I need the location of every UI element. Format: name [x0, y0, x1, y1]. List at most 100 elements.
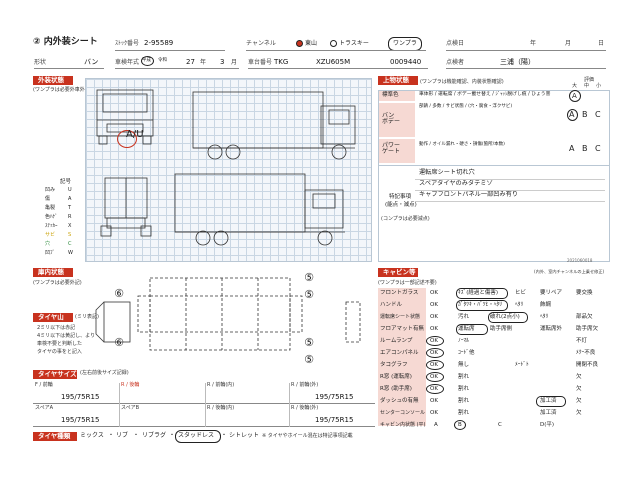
opt[interactable]: 割れ: [458, 386, 470, 392]
opt[interactable]: 割れ: [458, 410, 470, 416]
opt[interactable]: 割れ: [458, 374, 470, 380]
grade-circle-standard[interactable]: [569, 90, 581, 102]
opt[interactable]: OK: [430, 374, 438, 380]
cabin-row-label: センターコンソール: [380, 410, 426, 416]
exterior-note: (ワンプラは必要外車外): [33, 87, 87, 93]
grade-a-circle-van[interactable]: [567, 109, 578, 121]
opt[interactable]: C: [498, 422, 502, 428]
opt[interactable]: 欠: [576, 374, 582, 380]
opt[interactable]: 開閉不良: [576, 362, 599, 368]
tire-depth-rear-right-1[interactable]: ⑤: [304, 336, 314, 349]
opt[interactable]: OK: [430, 410, 438, 416]
opt[interactable]: 無し: [458, 362, 470, 368]
opt[interactable]: 要リペア: [540, 290, 563, 296]
tire-type-mix[interactable]: ミックス: [80, 432, 104, 439]
opt[interactable]: ｷｽﾞ(経過と傷害): [458, 290, 499, 296]
grade-label: 評価: [584, 77, 595, 83]
opt[interactable]: ヒビ: [515, 290, 527, 296]
opt[interactable]: 助手席欠: [576, 326, 599, 332]
legend-code: A: [68, 196, 72, 202]
opt[interactable]: 欠: [576, 386, 582, 392]
tire-cell-value[interactable]: 195/75R15: [315, 416, 354, 424]
opt[interactable]: A: [434, 422, 438, 428]
cabin-note2: (内外、室内チャンネルの上乗せ修正): [534, 269, 605, 274]
tire-cell-label: R / 前輪(内): [207, 382, 235, 388]
radio-higashiyama[interactable]: [296, 40, 303, 47]
tire-type-studless[interactable]: スタッドレス: [178, 432, 215, 439]
opt[interactable]: OK: [430, 362, 438, 368]
stock-value: 2-95589: [144, 39, 174, 47]
opt[interactable]: ﾍﾀﾘ: [515, 302, 524, 308]
tire-cell-value[interactable]: 195/75R15: [315, 393, 354, 401]
opt[interactable]: B: [458, 422, 462, 428]
opt[interactable]: OK: [430, 290, 438, 296]
opt[interactable]: OK: [430, 338, 438, 344]
opt[interactable]: ｺｰﾄﾞ他: [458, 350, 475, 356]
sep: ・: [169, 432, 176, 439]
tire-cell-value[interactable]: 195/75R15: [61, 393, 100, 401]
opt[interactable]: OK: [430, 350, 438, 356]
tire-note-4: タイヤの事をと記入: [37, 349, 82, 355]
tire-type-sitret[interactable]: シトレット: [229, 432, 260, 439]
era-heisei[interactable]: [141, 56, 154, 66]
opt[interactable]: OK: [430, 386, 438, 392]
model-value: TKG: [274, 58, 289, 66]
opt[interactable]: ﾍﾀﾘ: [540, 314, 549, 320]
opt[interactable]: ｶﾞﾀﾂｷ・ﾊﾞﾂﾋ・ﾍﾀﾘ: [458, 302, 503, 308]
tire-depth-rear-left-1[interactable]: ⑤: [304, 271, 314, 284]
row-standard-color: 標準色: [382, 92, 399, 98]
tire-depth-rear-left-2[interactable]: ⑤: [304, 288, 314, 301]
cabin-row-label: 運転席シート状態: [380, 314, 421, 320]
grade-van-a: A: [569, 110, 575, 119]
cabin-row-label: ダッシュの有無: [380, 398, 419, 404]
inspector-label: 点検者: [446, 59, 465, 66]
era-heisei-label: 平成: [142, 58, 151, 63]
opt[interactable]: 欠: [576, 398, 582, 404]
opt[interactable]: 加工済: [540, 410, 557, 416]
model-code: XZU605M: [316, 58, 351, 66]
opt[interactable]: 破れ(2点小): [490, 314, 520, 320]
opt[interactable]: ﾒｰﾄﾞﾄ: [515, 362, 529, 368]
opt[interactable]: OK: [430, 398, 438, 404]
opt[interactable]: 飾綱: [540, 302, 552, 308]
exterior-section-title: 外装状態: [33, 76, 73, 85]
opt[interactable]: OK: [430, 302, 438, 308]
tire-type-rib[interactable]: リブ: [116, 432, 129, 439]
ok-selected: [426, 372, 444, 382]
tire-type-riblug[interactable]: リブラグ: [142, 432, 167, 439]
legend-name: 凹み: [45, 187, 56, 193]
opt[interactable]: 汚れ: [458, 314, 470, 320]
tire-cell-value[interactable]: 195/75R15: [61, 416, 100, 424]
tire-depth-note: (ミリ表記): [75, 314, 99, 320]
opt[interactable]: ﾉｰﾏﾙ: [458, 338, 470, 344]
exterior-diagram[interactable]: [85, 78, 372, 262]
opt[interactable]: OK: [430, 326, 438, 332]
tire-depth-rear-right-2[interactable]: ⑤: [304, 353, 314, 366]
grade-selected: [454, 420, 466, 430]
opt[interactable]: 不灯: [576, 338, 588, 344]
cabin-row-label: R窓 (運転席): [380, 374, 412, 380]
tire-size-grid: F / 前輪 195/75R15 R / 後輪 R / 前輪(内) R / 前輪…: [33, 383, 375, 427]
selected-outline: [488, 312, 528, 323]
opt[interactable]: 要交換: [576, 290, 593, 296]
tire-depth-front-left[interactable]: ⑥: [114, 287, 124, 300]
opt[interactable]: OK: [430, 314, 438, 320]
opt[interactable]: D(平): [540, 422, 555, 428]
opt[interactable]: 割れ: [458, 398, 470, 404]
opt[interactable]: 運転席: [458, 326, 475, 332]
opt[interactable]: 運転席外: [540, 326, 563, 332]
legend-code: R: [68, 214, 72, 220]
radio-truski[interactable]: [330, 40, 337, 47]
tire-depth-front-right[interactable]: ⑥: [114, 336, 124, 349]
legend-name: 亀裂: [45, 205, 56, 211]
cabin-row-label: ハンドル: [380, 302, 403, 308]
grade-col-mid: 中: [584, 83, 590, 89]
opt[interactable]: 加工済: [540, 398, 557, 404]
opt[interactable]: 助手席側: [490, 326, 513, 332]
opt[interactable]: ﾒｸｰ不良: [576, 350, 596, 356]
opt[interactable]: 部品欠: [576, 314, 593, 320]
grade-col-small: 小: [596, 83, 602, 89]
damage-mark: A/U: [126, 129, 144, 140]
tire-cell-label: R / 後輪: [121, 382, 140, 388]
opt[interactable]: 欠: [576, 410, 582, 416]
